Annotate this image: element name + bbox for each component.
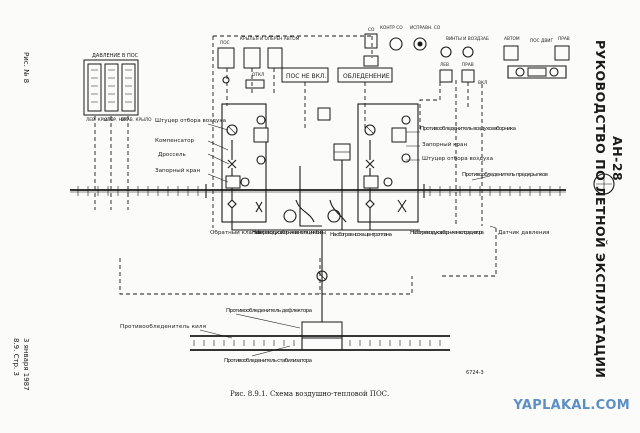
label-deflector-anti-icer: Противообледенитель дефлектора <box>226 308 312 314</box>
gauge-left-label: ЛЕВ. КРЫЛО <box>86 117 114 123</box>
label-fin-anti-icer: Противообледенитель киля <box>120 324 206 330</box>
left-check-valve-icon <box>227 199 237 209</box>
gauge-center-label: ОПЕР. НИС <box>104 117 128 123</box>
pos-toggle-switch[interactable] <box>217 47 235 69</box>
left-engine-nacelle <box>221 103 267 223</box>
pressure-gauge-panel: ДАВЛЕНИЕ В ПОС ЛЕВ. КРЫЛО ОПЕР. НИС ПРАВ… <box>83 53 152 123</box>
control-so-label: КОНТР СО <box>380 25 403 31</box>
pos-off-text: ПОС НЕ ВКЛ. <box>286 73 326 80</box>
screws-left-label: ЛЕВ <box>440 62 449 68</box>
tail-shutoff-valve <box>316 270 328 282</box>
engine-pos-switch-block[interactable] <box>507 65 567 79</box>
centre-section-heater <box>327 209 341 223</box>
watermark: YAPLAKAL.COM <box>513 398 630 413</box>
label-throttle: Дроссель <box>158 152 186 158</box>
wings-toggle-switch[interactable] <box>243 47 261 69</box>
icing-text: ОБЛЕДЕНЕНИЕ <box>343 73 390 80</box>
label-stabilizer-anti-icer: Противообледенитель стабилизатора <box>224 358 312 364</box>
label-slat-anti-icer: Противообледенитель предкрылков <box>462 172 548 178</box>
tail-anti-icing <box>190 321 450 351</box>
screws-right-switch[interactable] <box>461 69 475 83</box>
right-bleed-port <box>364 124 376 136</box>
pos-switch-label: ПОС <box>220 40 230 46</box>
control-so-button[interactable] <box>389 37 403 51</box>
label-cabin-intake: На обогрев воздухозаборника вентиляции к… <box>252 230 326 236</box>
label-oil-cooler-intake: На обогрев воздухозаборника маслорадиато… <box>410 230 484 236</box>
left-bleed-assembly <box>221 103 269 223</box>
gauge-left-wing <box>87 63 102 112</box>
indicator-lamp <box>222 76 230 84</box>
right-engine-nacelle <box>357 103 419 223</box>
screws-label: ВИНТЫ И ВОЗДЗАБ <box>446 36 489 42</box>
wings-switch-label: КРЫЛЬЯ И ОПЕРЕН АВТОМ <box>240 36 300 42</box>
ispr-so-label: ИСПРАВН. СО <box>410 25 441 31</box>
stop-label: ОТКЛ <box>252 72 264 78</box>
drawing-number: 6724-3 <box>466 370 484 376</box>
auto-label: АВТОМ <box>504 36 520 42</box>
label-compensator: Компенсатор <box>155 138 195 144</box>
right-throttle-icon <box>365 159 375 169</box>
label-shutoff-left: Запорный кран <box>155 167 200 174</box>
wings-toggle-switch-2[interactable] <box>267 47 283 69</box>
label-pressure-sensor: Датчик давления <box>498 230 549 236</box>
screws-left-lamp <box>440 46 452 58</box>
so-label: СО <box>368 27 375 33</box>
right-shutoff-valve <box>363 175 379 189</box>
label-check-valve: Обратный клапан <box>210 229 263 236</box>
left-shutoff-valve <box>225 175 241 189</box>
aircraft-model: АН-28 <box>610 136 625 181</box>
gauge-right-wing <box>121 63 136 112</box>
screws-right-label: ПРАВ <box>462 62 474 68</box>
engine-right-label: ПРАВ <box>558 36 570 42</box>
right-check-valve-icon <box>365 199 375 209</box>
page-ref: 8.9. Стр. 3 <box>12 338 20 376</box>
label-bleed-port-right: Штуцер отбора воздуха <box>422 156 493 162</box>
manual-title: РУКОВОДСТВО ПО ЛЕТНОЙ ЭКСПЛУАТАЦИИ <box>593 40 608 378</box>
gauge-panel-title: ДАВЛЕНИЕ В ПОС <box>92 53 139 59</box>
screws-right-lamp <box>462 46 474 58</box>
cabin-intake-heater <box>283 209 297 223</box>
gauge-right-label: ПРАВ. КРЫЛО <box>121 117 152 123</box>
ispr-so-lamp <box>413 37 427 51</box>
right-bleed-assembly <box>357 103 419 223</box>
so-switch[interactable] <box>364 33 378 49</box>
gauge-tail <box>104 63 119 112</box>
label-shutoff-right: Запорный кран <box>422 141 467 148</box>
label-centre-nose: На обогрев носка центроплана <box>330 232 392 238</box>
control-panel: ПОС КРЫЛЬЯ И ОПЕРЕН АВТОМ ОТКЛ ПОС НЕ ВК… <box>217 25 570 89</box>
figure-ref: Рис. № 8 <box>22 52 30 83</box>
engine-pos-label: ПОС ДВИГ <box>530 38 553 44</box>
wing-leading-edge-duct <box>70 184 566 198</box>
tail-fin-block <box>301 321 343 339</box>
figure-caption: Рис. 8.9.1. Схема воздушно-тепловой ПОС. <box>230 390 389 398</box>
logo-emblem <box>593 173 615 195</box>
screws-on-label: ВКЛ <box>478 80 487 86</box>
left-throttle-icon <box>227 159 237 169</box>
label-intake-anti-icer: Противообледенитель воздухозаборника <box>420 126 516 132</box>
page-date: 3 января 1987 <box>22 338 30 391</box>
screws-left-switch[interactable] <box>439 69 453 83</box>
label-bleed-port-left: Штуцер отбора воздуха <box>155 118 226 124</box>
